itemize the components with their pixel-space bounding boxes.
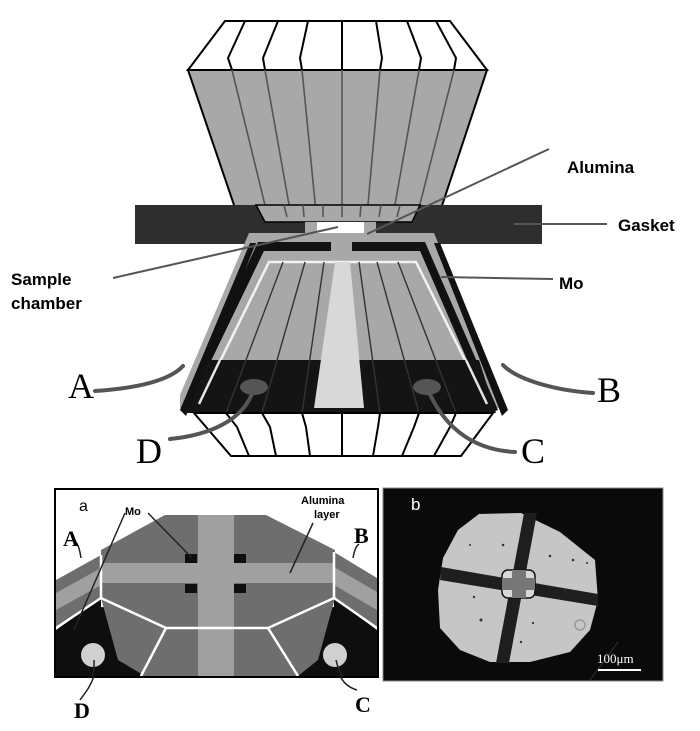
panel-b-scratch xyxy=(589,641,619,680)
panel-b: b 100μm xyxy=(382,487,664,682)
panel-a-pad-c xyxy=(323,643,347,667)
panel-a: a Mo Alumina layer A B D C xyxy=(54,488,379,723)
panel-a-pad-d xyxy=(81,643,105,667)
leader-b xyxy=(501,363,595,395)
panel-b-letter: b xyxy=(411,495,420,514)
leader-sample-chamber xyxy=(112,226,339,279)
label-sample-chamber-line1: Sample xyxy=(11,270,71,289)
panel-b-chamber-cross xyxy=(502,570,535,598)
panel-a-leaders xyxy=(73,512,360,676)
panel-a-facet-edges xyxy=(56,552,377,676)
panel-b-scale-bar xyxy=(598,669,641,671)
leader-d xyxy=(168,386,256,441)
panel-b-speckles xyxy=(469,543,588,644)
label-electrode-c: C xyxy=(521,431,545,471)
label-electrode-b: B xyxy=(597,370,621,410)
panel-a-label-mo: Mo xyxy=(125,506,141,518)
panel-a-letter: a xyxy=(79,498,88,515)
panel-b-scale-label: 100μm xyxy=(597,651,634,666)
top-anvil-crown-facets xyxy=(226,20,458,71)
panel-a-label-a: A xyxy=(63,526,79,551)
bottom-anvil-center-strip xyxy=(314,262,364,408)
panel-a-label-d: D xyxy=(74,698,90,723)
panel-a-left-alumina xyxy=(56,568,101,610)
panel-a-label-c: C xyxy=(355,692,371,717)
panel-a-alumina-vertical xyxy=(198,515,234,676)
label-gasket: Gasket xyxy=(618,216,675,235)
leader-mo xyxy=(440,276,554,280)
panel-a-mo-square-br xyxy=(234,584,246,593)
panel-a-alumina-horizontal xyxy=(101,563,334,583)
bottom-anvil-facets xyxy=(225,261,457,414)
bottom-anvil-crown-facets xyxy=(225,412,457,457)
leader-lines xyxy=(112,148,607,280)
bottom-anvil-inner-outline-lower-r xyxy=(464,359,489,405)
label-sample-chamber-line2: chamber xyxy=(11,294,82,313)
panel-a-mo-square-tr xyxy=(234,554,246,563)
panel-b-bubble xyxy=(574,619,586,631)
panel-a-mo-square-bl xyxy=(185,584,197,593)
electrode-leaders xyxy=(93,363,595,454)
label-alumina: Alumina xyxy=(567,158,635,177)
label-electrode-d: D xyxy=(136,431,162,471)
bottom-anvil-edge-right xyxy=(434,243,508,416)
label-mo: Mo xyxy=(559,274,584,293)
panel-a-label-alumina-line1: Alumina xyxy=(301,495,345,507)
leader-c xyxy=(425,386,517,454)
panel-a-outer-leaders xyxy=(79,675,358,701)
panel-a-label-b: B xyxy=(354,523,369,548)
panel-a-mo-square-tl xyxy=(185,554,197,563)
leader-a xyxy=(93,364,185,393)
bottom-anvil-edge-left xyxy=(180,243,256,416)
label-electrode-a: A xyxy=(68,366,94,406)
top-anvil-tip xyxy=(254,204,422,223)
leader-alumina xyxy=(366,148,550,235)
panel-a-right-alumina xyxy=(334,567,377,610)
panel-a-facet-left xyxy=(101,598,165,676)
panel-a-label-alumina-line2: layer xyxy=(314,509,340,521)
bottom-anvil-inner-outline-lower xyxy=(197,359,222,405)
main-diagram: Alumina Gasket Sample chamber Mo A B D C xyxy=(11,20,675,471)
